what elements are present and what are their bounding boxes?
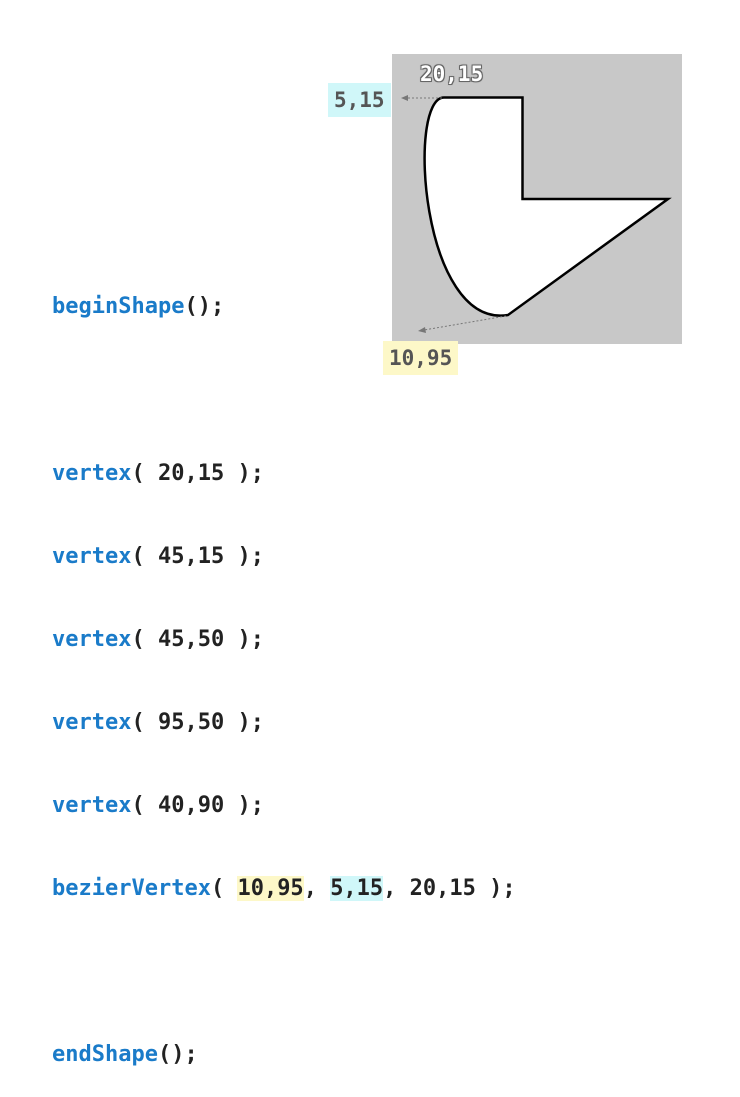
begin-shape-fn: beginShape [52, 294, 185, 320]
bezier-arg-control-2: 5,15 [330, 876, 384, 902]
vertex-fn: vertex [52, 543, 132, 569]
arrow-head-bottom [418, 327, 426, 333]
vertex-args: ( 40,90 ); [131, 792, 264, 818]
vertex-line: vertex( 20,15 ); [52, 460, 516, 488]
bezier-rest: , 20,15 ); [383, 876, 516, 902]
shape-drawing [401, 95, 672, 333]
vertex-args: ( 95,50 ); [131, 709, 264, 735]
end-shape-tail: (); [157, 1042, 198, 1068]
bezier-sep: , [303, 876, 331, 902]
begin-shape-tail: (); [184, 294, 225, 320]
sketch-canvas [392, 54, 682, 344]
vertex-args: ( 20,15 ); [131, 460, 264, 486]
bezier-shape [423, 96, 672, 317]
vertex-args: ( 45,50 ); [131, 626, 264, 652]
bezier-vertex-line: bezierVertex( 10,95, 5,15, 20,15 ); [52, 875, 516, 903]
control-line-bottom [423, 315, 507, 331]
vertex-line: vertex( 45,50 ); [52, 626, 516, 654]
code-listing: beginShape(); vertex( 20,15 ); vertex( 4… [52, 238, 516, 1097]
vertex-line: vertex( 95,50 ); [52, 709, 516, 737]
end-shape-line: endShape(); [52, 1041, 516, 1069]
begin-shape-line: beginShape(); [52, 293, 516, 321]
start-point-label: 20,15 [420, 62, 484, 86]
blank-line [52, 377, 516, 405]
bezier-open: ( [210, 876, 238, 902]
vertex-fn: vertex [52, 626, 132, 652]
end-shape-fn: endShape [52, 1042, 158, 1068]
vertex-line: vertex( 45,15 ); [52, 543, 516, 571]
vertex-fn: vertex [52, 792, 132, 818]
bezier-vertex-fn: bezierVertex [52, 876, 211, 902]
vertex-fn: vertex [52, 460, 132, 486]
vertex-args: ( 45,15 ); [131, 543, 264, 569]
vertex-line: vertex( 40,90 ); [52, 792, 516, 820]
bezier-arg-control-1: 10,95 [237, 876, 304, 902]
blank-line [52, 958, 516, 986]
vertex-fn: vertex [52, 709, 132, 735]
arrow-head-top [401, 95, 408, 101]
control-point-2-label: 5,15 [328, 83, 391, 117]
control-point-1-label: 10,95 [383, 341, 459, 375]
